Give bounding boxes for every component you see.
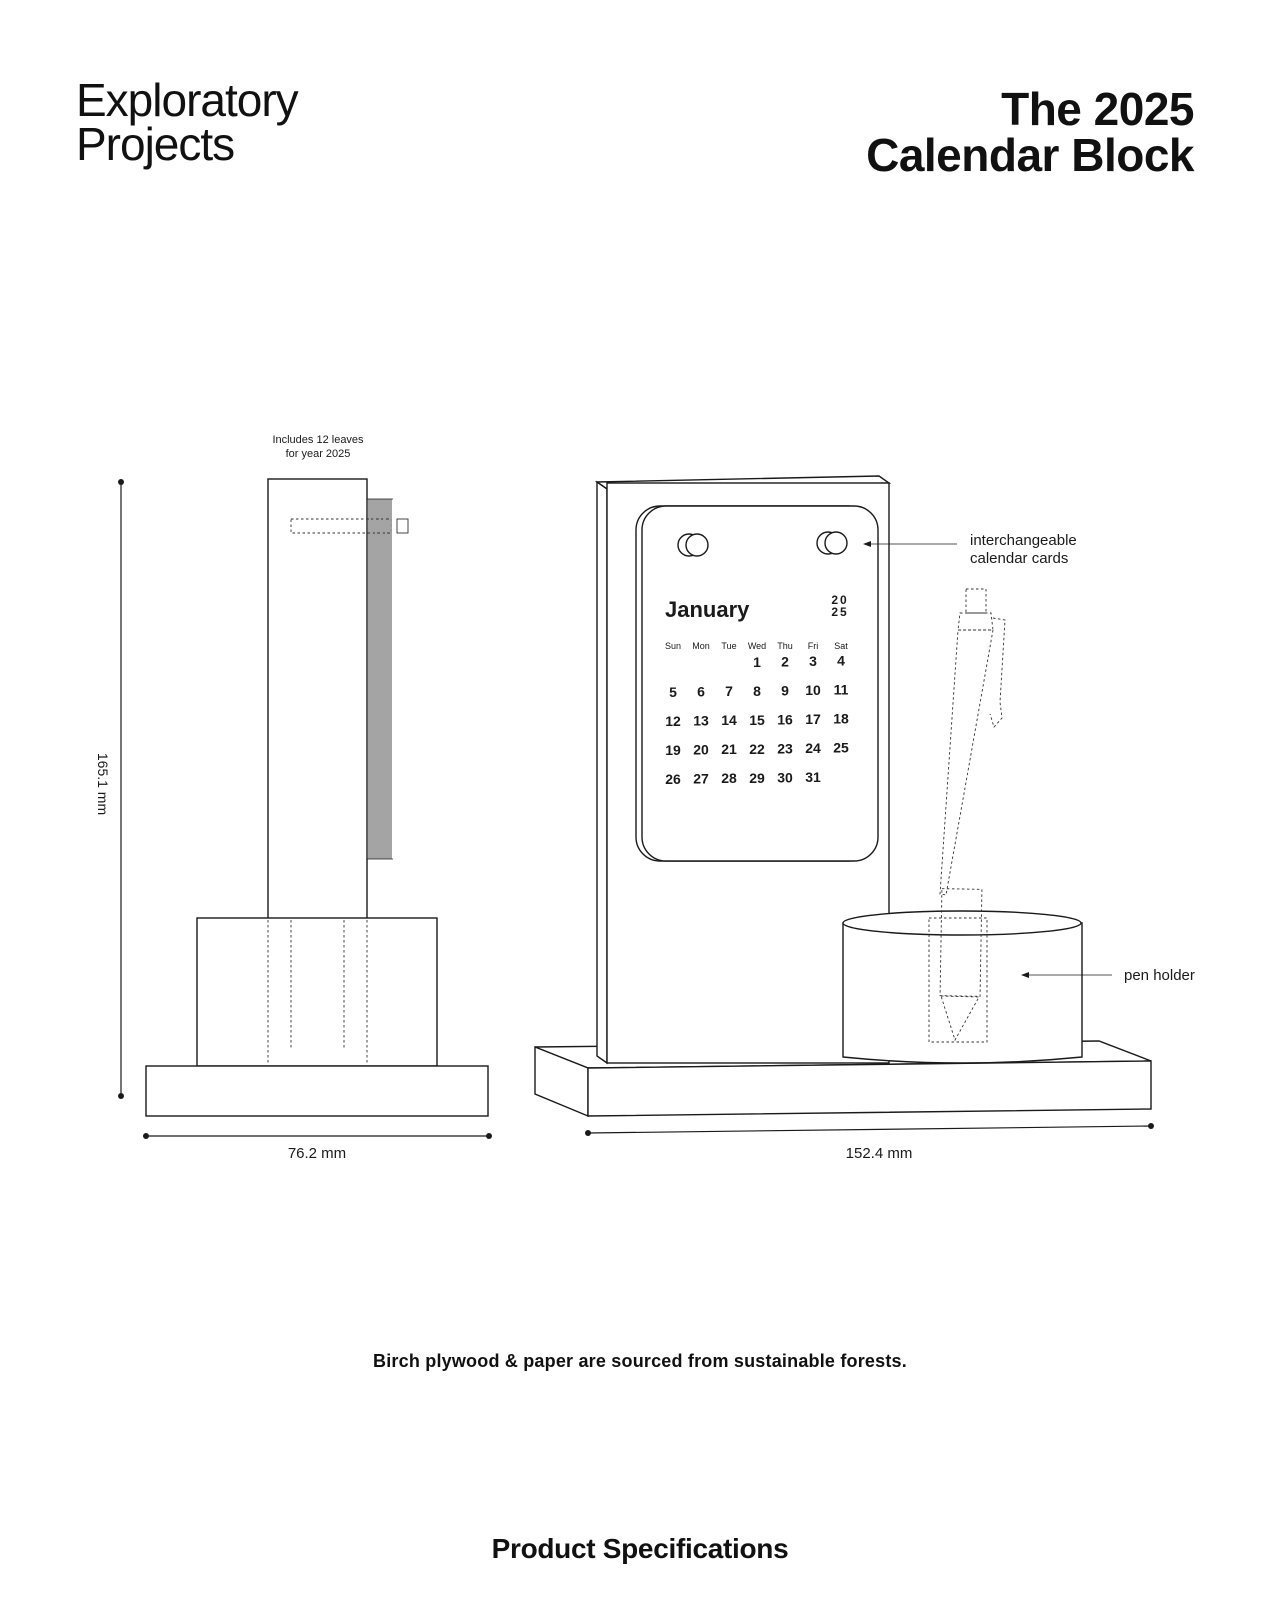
- calendar-date: 27: [693, 771, 709, 787]
- calendar-date: 21: [721, 741, 737, 757]
- calendar-date: 11: [834, 682, 849, 698]
- calendar-weekday: Wed: [748, 641, 766, 651]
- side-peg-hidden: [290, 518, 392, 534]
- page-title: The 2025 Calendar Block: [866, 86, 1194, 178]
- calendar-date: 3: [809, 653, 817, 669]
- calendar-date: 24: [805, 740, 821, 756]
- callout-pen-holder-label: pen holder: [1124, 967, 1195, 984]
- calendar-date: 7: [725, 683, 733, 699]
- calendar-date: 10: [805, 682, 821, 698]
- calendar-date: 2: [781, 653, 789, 669]
- calendar-date: 17: [805, 711, 821, 727]
- calendar-leaves-stack: [367, 498, 393, 860]
- calendar-date: 14: [721, 712, 737, 728]
- pen-holder-cylinder: [842, 922, 1083, 1064]
- callout-pen-holder: pen holder: [1021, 967, 1195, 984]
- side-view: Includes 12 leaves for year 2025 165.1 m…: [95, 434, 492, 1162]
- calendar-peg-left: [677, 533, 709, 557]
- side-upright: [267, 478, 368, 920]
- calendar-date: 20: [693, 742, 709, 758]
- callout-cards-line-1: interchangeable: [970, 532, 1077, 549]
- calendar-date: 9: [781, 682, 789, 698]
- calendar-weekday: Sun: [665, 641, 681, 651]
- brand-line-1: Exploratory: [76, 74, 299, 126]
- calendar-date: 30: [777, 769, 793, 785]
- side-width-dimension-label: 76.2 mm: [288, 1145, 346, 1162]
- calendar-date: 4: [837, 653, 845, 669]
- calendar-date: 12: [665, 713, 681, 729]
- pen-slot-hidden: [928, 917, 988, 1043]
- side-note-line-2: for year 2025: [286, 448, 351, 460]
- calendar-date: 26: [665, 771, 681, 787]
- calendar-date: 31: [805, 769, 821, 785]
- calendar-weekday: Mon: [692, 641, 710, 651]
- calendar-date: 28: [721, 770, 737, 786]
- side-peg-cap: [396, 518, 409, 534]
- calendar-date: 16: [777, 711, 793, 727]
- calendar-weekday-row: Sun Mon Tue Wed Thu Fri Sat: [665, 641, 848, 651]
- title-line-2: Calendar Block: [866, 129, 1194, 181]
- calendar-date: 22: [749, 741, 765, 757]
- front-upright-side: [596, 480, 608, 1065]
- brand-line-2: Projects: [76, 118, 235, 170]
- side-holder-block: [196, 917, 438, 1067]
- pen-icon: [928, 588, 1006, 1043]
- material-footnote: Birch plywood & paper are sourced from s…: [373, 1351, 907, 1371]
- front-width-dimension-end-right: [1148, 1123, 1154, 1129]
- front-width-dimension-line: [587, 1125, 1152, 1134]
- calendar-date: 5: [669, 684, 677, 700]
- calendar-date: 23: [777, 740, 793, 756]
- calendar-date: 18: [833, 711, 849, 727]
- brand-logo: Exploratory Projects: [76, 74, 299, 170]
- side-note-line-1: Includes 12 leaves: [272, 434, 364, 446]
- calendar-date: 8: [753, 683, 761, 699]
- title-line-1: The 2025: [1001, 83, 1194, 135]
- side-width-dimension-end-left: [143, 1133, 149, 1139]
- height-dimension-end-top: [118, 479, 124, 485]
- front-width-dimension-end-left: [585, 1130, 591, 1136]
- calendar-date: 13: [693, 713, 709, 729]
- calendar-date: 25: [833, 740, 849, 756]
- calendar-weekday: Thu: [777, 641, 793, 651]
- front-width-dimension-label: 152.4 mm: [846, 1145, 913, 1162]
- side-width-dimension-end-right: [486, 1133, 492, 1139]
- callout-cards-line-2: calendar cards: [970, 550, 1068, 567]
- calendar-card: [641, 505, 879, 862]
- pen-holder-top: [842, 910, 1082, 936]
- footer-title: Product Specifications: [491, 1533, 789, 1564]
- calendar-date: 19: [665, 742, 681, 758]
- calendar-date: 15: [749, 712, 765, 728]
- front-base-front: [587, 1060, 1152, 1117]
- calendar-date: 1: [753, 654, 761, 670]
- calendar-year-bottom: 25: [831, 605, 848, 619]
- side-base: [145, 1065, 489, 1117]
- calendar-weekday: Sat: [834, 641, 848, 651]
- height-dimension-label: 165.1 mm: [95, 753, 111, 815]
- callout-calendar-cards: interchangeable calendar cards: [863, 532, 1077, 567]
- calendar-weekday: Tue: [721, 641, 736, 651]
- calendar-weekday: Fri: [808, 641, 819, 651]
- calendar-month: January: [665, 597, 750, 622]
- calendar-date: 6: [697, 684, 705, 700]
- calendar-date: 29: [749, 770, 765, 786]
- calendar-year-top: 20: [831, 593, 848, 607]
- calendar-peg-right: [816, 531, 848, 555]
- height-dimension-end-bottom: [118, 1093, 124, 1099]
